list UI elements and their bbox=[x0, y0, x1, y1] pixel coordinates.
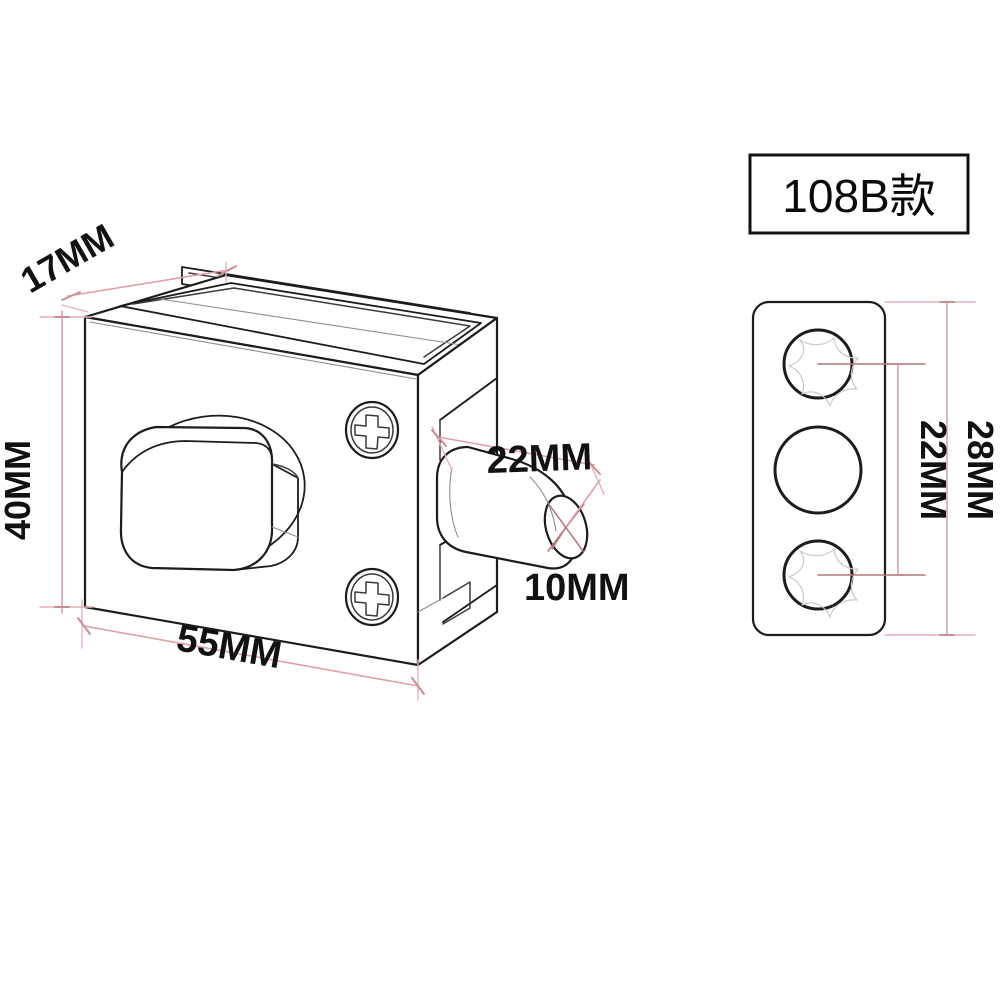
lower-step-detail bbox=[417, 581, 471, 625]
thumb-turn-knob bbox=[119, 414, 306, 572]
model-label-box bbox=[748, 153, 970, 235]
lock-dimension-lines bbox=[39, 261, 605, 701]
glass-slot-groove bbox=[119, 282, 482, 365]
strike-plate-outline bbox=[751, 300, 887, 637]
dim-label-22mm-strike: 22MM bbox=[913, 420, 954, 520]
strike-dimension-labels: 22MM 28MM bbox=[913, 420, 1000, 520]
dim-label-17mm: 17MM bbox=[14, 215, 121, 301]
strike-plate-assembly bbox=[751, 300, 887, 637]
phillips-screw-upper bbox=[344, 400, 400, 460]
strike-dimension-lines bbox=[817, 301, 976, 636]
dim-label-10mm-bolt: 10MM bbox=[524, 567, 630, 609]
phillips-screw-lower bbox=[344, 567, 400, 627]
model-label-text: 108B款 bbox=[782, 170, 935, 222]
dim-label-28mm-strike: 28MM bbox=[960, 420, 1000, 520]
dim-label-22mm-bolt: 22MM bbox=[486, 436, 593, 482]
strike-center-hole bbox=[773, 425, 863, 515]
model-label-group: 108B款 bbox=[748, 153, 970, 235]
dim-label-40mm: 40MM bbox=[0, 440, 38, 540]
lock-body-assembly bbox=[83, 266, 589, 667]
